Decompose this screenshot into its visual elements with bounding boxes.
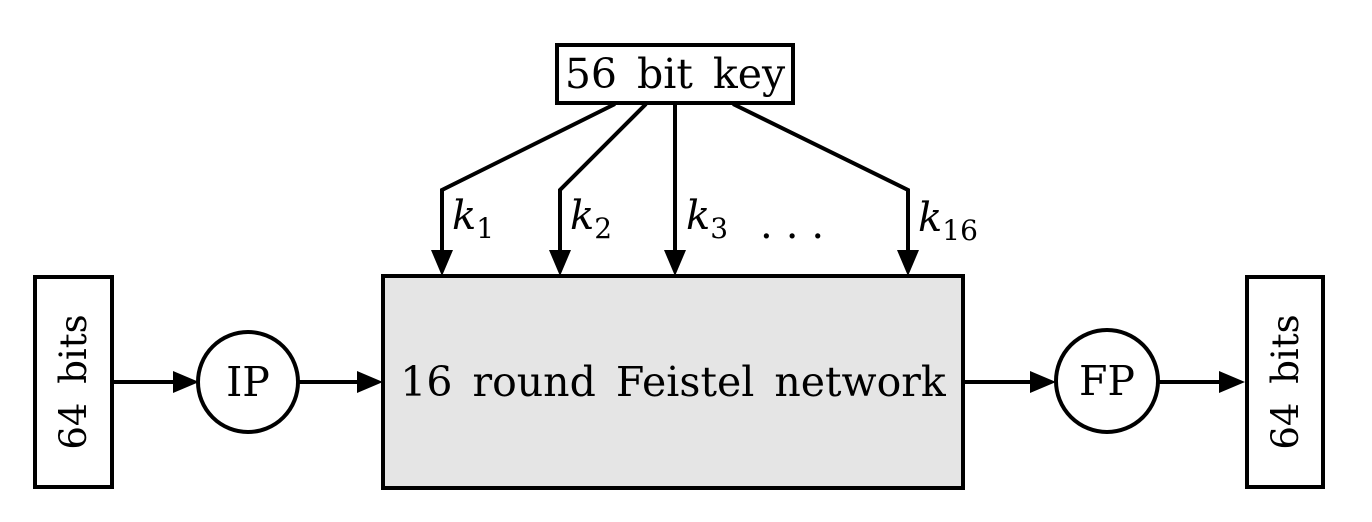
key-box xyxy=(555,43,795,105)
subkey-label-k1: k1 xyxy=(452,193,494,245)
fp-node-label: FP xyxy=(1079,357,1135,405)
arrowhead-input-to-ip xyxy=(173,371,199,393)
subkey-k3-base: k xyxy=(686,193,710,239)
subkey-label-k2: k2 xyxy=(570,193,612,245)
subkey-arrowhead-3 xyxy=(664,250,686,276)
subkey-arrowhead-1 xyxy=(431,250,453,276)
subkey-wire-16 xyxy=(732,102,910,253)
input-box-label: 64 bits xyxy=(52,314,95,449)
feistel-network-label: 16 round Feistel network xyxy=(400,358,947,406)
subkey-label-k3: k3 xyxy=(686,193,728,245)
subkey-label-k16: k16 xyxy=(918,195,978,247)
subkey-k2-base: k xyxy=(570,193,594,239)
subkey-k1-sub: 1 xyxy=(476,212,494,245)
output-box-label: 64 bits xyxy=(1264,314,1307,449)
output-box xyxy=(1245,275,1325,489)
input-box xyxy=(33,275,114,489)
arrowhead-ip-to-feistel xyxy=(357,371,383,393)
key-box-label: 56 bit key xyxy=(565,50,786,98)
subkey-wire-2 xyxy=(558,102,648,253)
subkey-arrowhead-16 xyxy=(897,250,919,276)
subkey-k1-base: k xyxy=(452,193,476,239)
ip-node-label: IP xyxy=(226,358,270,406)
subkey-ellipsis: ... xyxy=(760,202,837,248)
arrowhead-feistel-to-fp xyxy=(1030,371,1056,393)
subkey-k16-sub: 16 xyxy=(942,214,978,247)
subkey-k16-base: k xyxy=(918,195,942,241)
subkey-wire-1 xyxy=(440,102,616,253)
subkey-k2-sub: 2 xyxy=(594,212,612,245)
subkey-arrowhead-2 xyxy=(549,250,571,276)
arrowhead-fp-to-output xyxy=(1219,371,1245,393)
subkey-k3-sub: 3 xyxy=(710,212,728,245)
